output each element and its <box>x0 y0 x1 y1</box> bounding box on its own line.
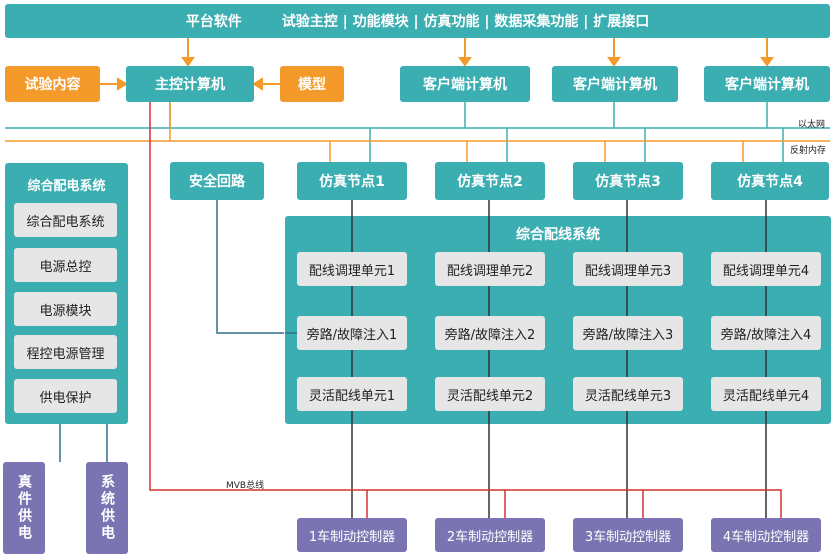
client-computer-3: 客户端计算机 <box>704 66 830 102</box>
power-item-1: 综合配电系统 <box>14 203 117 237</box>
mvb-bus-label: MVB总线 <box>226 481 265 491</box>
bypass-fault-1: 旁路/故障注入1 <box>297 316 407 350</box>
bypass-fault-2: 旁路/故障注入2 <box>435 316 545 350</box>
client-computer-2: 客户端计算机 <box>552 66 678 102</box>
reflective-memory-label: 反射内存 <box>790 146 827 156</box>
brake-controller-1: 1车制动控制器 <box>297 518 407 552</box>
brake-controller-4: 4车制动控制器 <box>711 518 821 552</box>
power-item-2: 电源总控 <box>14 248 117 282</box>
brake-controller-2: 2车制动控制器 <box>435 518 545 552</box>
test-content-box: 试验内容 <box>5 66 100 102</box>
sim-node-3: 仿真节点3 <box>573 162 683 200</box>
wiring-cond-unit-2: 配线调理单元2 <box>435 252 545 286</box>
wiring-cond-unit-1: 配线调理单元1 <box>297 252 407 286</box>
wiring-cond-unit-3: 配线调理单元3 <box>573 252 683 286</box>
sim-node-1: 仿真节点1 <box>297 162 407 200</box>
sim-node-4: 仿真节点4 <box>711 162 829 200</box>
bypass-fault-3: 旁路/故障注入3 <box>573 316 683 350</box>
platform-title: 平台软件 <box>185 14 242 30</box>
power-item-3: 电源模块 <box>14 292 117 326</box>
wiring-system-title: 综合配线系统 <box>516 227 600 243</box>
system-supply: 系统供电 <box>86 462 128 554</box>
platform-items: 试验主控 | 功能模块 | 仿真功能 | 数据采集功能 | 扩展接口 <box>281 14 650 30</box>
sim-node-2: 仿真节点2 <box>435 162 545 200</box>
bypass-fault-4: 旁路/故障注入4 <box>711 316 821 350</box>
wiring-cond-unit-4: 配线调理单元4 <box>711 252 821 286</box>
flex-wiring-4: 灵活配线单元4 <box>711 377 821 411</box>
brake-controller-3: 3车制动控制器 <box>573 518 683 552</box>
flex-wiring-2: 灵活配线单元2 <box>435 377 545 411</box>
power-item-5: 供电保护 <box>14 379 117 413</box>
power-distribution-title: 综合配电系统 <box>27 179 106 194</box>
safety-loop-box: 安全回路 <box>170 162 264 200</box>
flex-wiring-3: 灵活配线单元3 <box>573 377 683 411</box>
real-part-supply: 真件供电 <box>3 462 45 554</box>
ethernet-label: 以太网 <box>798 120 826 130</box>
power-item-4: 程控电源管理 <box>14 335 117 369</box>
model-box: 模型 <box>280 66 344 102</box>
flex-wiring-1: 灵活配线单元1 <box>297 377 407 411</box>
platform-software-bar: 平台软件 试验主控 | 功能模块 | 仿真功能 | 数据采集功能 | 扩展接口 <box>5 4 830 38</box>
client-computer-1: 客户端计算机 <box>400 66 530 102</box>
master-computer-box: 主控计算机 <box>126 66 254 102</box>
